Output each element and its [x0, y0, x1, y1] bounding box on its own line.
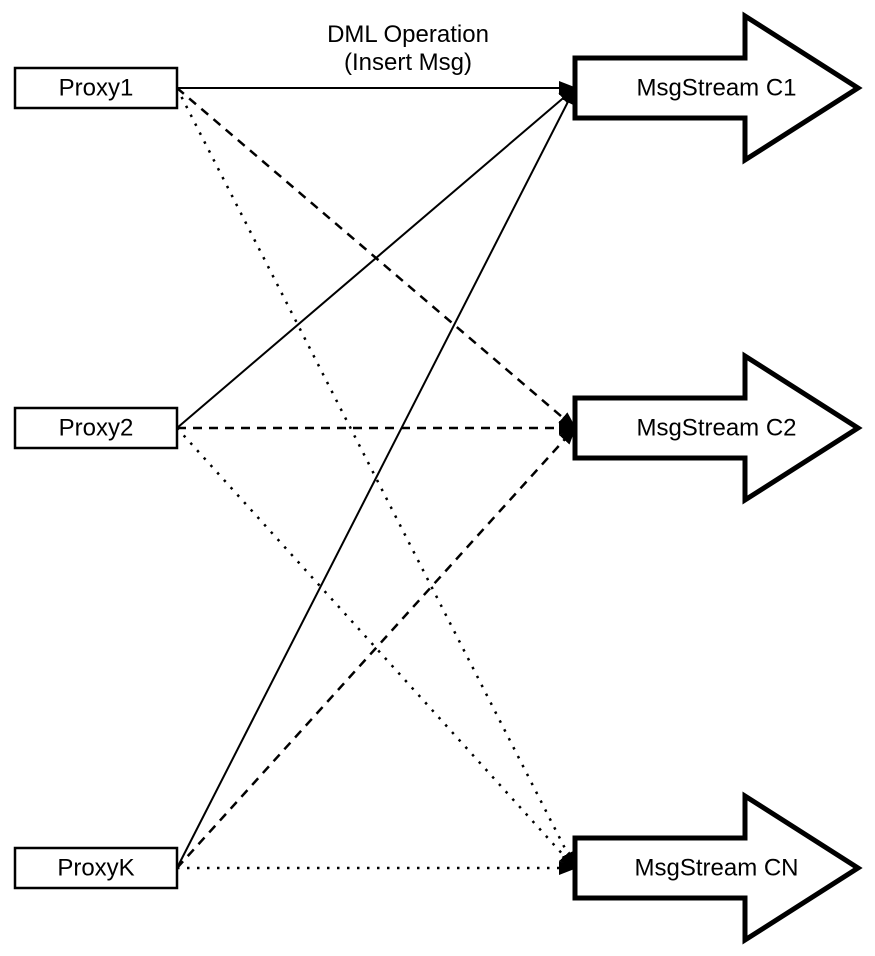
proxy-label-proxyk: ProxyK — [57, 855, 134, 882]
stream-label-c2: MsgStream C2 — [636, 415, 796, 442]
stream-label-cn: MsgStream CN — [634, 855, 798, 882]
dml-operation-label-line1: DML Operation — [327, 21, 489, 48]
proxy-box-proxy2 — [13, 406, 179, 450]
proxy-box-proxyk — [13, 846, 179, 890]
stream-arrow-c2 — [572, 351, 863, 505]
edge-proxy1-c2 — [176, 87, 577, 430]
stream-arrow-cn — [572, 791, 863, 945]
edge-proxyk-c1 — [176, 86, 576, 869]
edge-proxyk-c2 — [176, 426, 577, 869]
stream-arrow-c1 — [572, 11, 863, 165]
proxy-box-proxy1 — [13, 66, 179, 110]
proxy-label-proxy1: Proxy1 — [59, 75, 134, 102]
dml-operation-label: DML Operation (Insert Msg) — [258, 21, 558, 77]
proxy-label-proxy2: Proxy2 — [59, 415, 134, 442]
dml-operation-label-line2: (Insert Msg) — [343, 49, 472, 76]
stream-label-c1: MsgStream C1 — [636, 75, 796, 102]
